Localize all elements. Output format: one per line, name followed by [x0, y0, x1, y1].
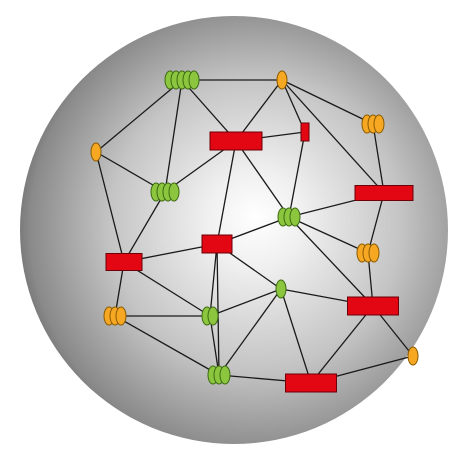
disc	[219, 365, 231, 385]
orange-disc-stack-node	[90, 142, 102, 162]
disc	[407, 346, 419, 366]
disc	[368, 243, 380, 263]
connection-line	[209, 315, 220, 376]
connection-line	[164, 79, 183, 193]
connection-line	[95, 79, 183, 153]
disc	[168, 182, 180, 202]
connection-line	[372, 123, 385, 194]
green-disc-stack-node	[150, 182, 180, 202]
red-rectangle-node	[209, 131, 263, 151]
connection-line	[218, 288, 282, 376]
red-rectangle-node	[300, 122, 310, 142]
green-disc-stack-node	[207, 365, 231, 385]
connection-line	[123, 191, 166, 263]
network-nodes	[90, 70, 419, 393]
connection-line	[114, 315, 220, 376]
disc	[207, 306, 219, 326]
connection-line	[209, 288, 282, 317]
connection-line	[288, 216, 374, 307]
connection-line	[288, 216, 369, 254]
disc	[115, 306, 127, 326]
red-rectangle-node	[354, 185, 414, 201]
orange-disc-stack-node	[103, 306, 127, 326]
red-rectangle	[285, 373, 337, 393]
connection-line	[216, 243, 220, 376]
connection-line	[235, 140, 290, 218]
connection-line	[209, 243, 218, 317]
green-disc-stack-node	[201, 306, 219, 326]
red-rectangle	[347, 296, 399, 316]
red-rectangle	[201, 234, 233, 254]
disc	[275, 279, 287, 299]
red-rectangle	[209, 131, 263, 151]
red-rectangle	[300, 122, 310, 142]
connection-line	[281, 79, 385, 194]
red-rectangle-node	[285, 373, 337, 393]
red-rectangle	[105, 253, 143, 271]
connection-line	[216, 140, 237, 245]
red-rectangle-node	[201, 234, 233, 254]
red-rectangle-node	[105, 253, 143, 271]
green-disc-stack-node	[164, 70, 200, 90]
disc	[90, 142, 102, 162]
connection-line	[281, 79, 374, 125]
sphere-background	[20, 16, 448, 444]
disc	[373, 114, 385, 134]
connection-line	[367, 192, 385, 254]
red-rectangle	[354, 185, 414, 201]
disc	[188, 70, 200, 90]
connection-line	[235, 79, 283, 142]
orange-disc-stack-node	[361, 114, 385, 134]
connection-line	[288, 131, 306, 218]
connection-line	[181, 79, 237, 142]
connection-line	[310, 305, 374, 384]
orange-disc-stack-node	[356, 243, 380, 263]
disc	[276, 70, 288, 90]
disc	[289, 207, 301, 227]
connection-line	[280, 288, 312, 384]
green-disc-stack-node	[275, 279, 287, 299]
orange-disc-stack-node	[407, 346, 419, 366]
orange-disc-stack-node	[276, 70, 288, 90]
connection-line	[95, 151, 125, 263]
green-disc-stack-node	[277, 207, 301, 227]
red-rectangle-node	[347, 296, 399, 316]
